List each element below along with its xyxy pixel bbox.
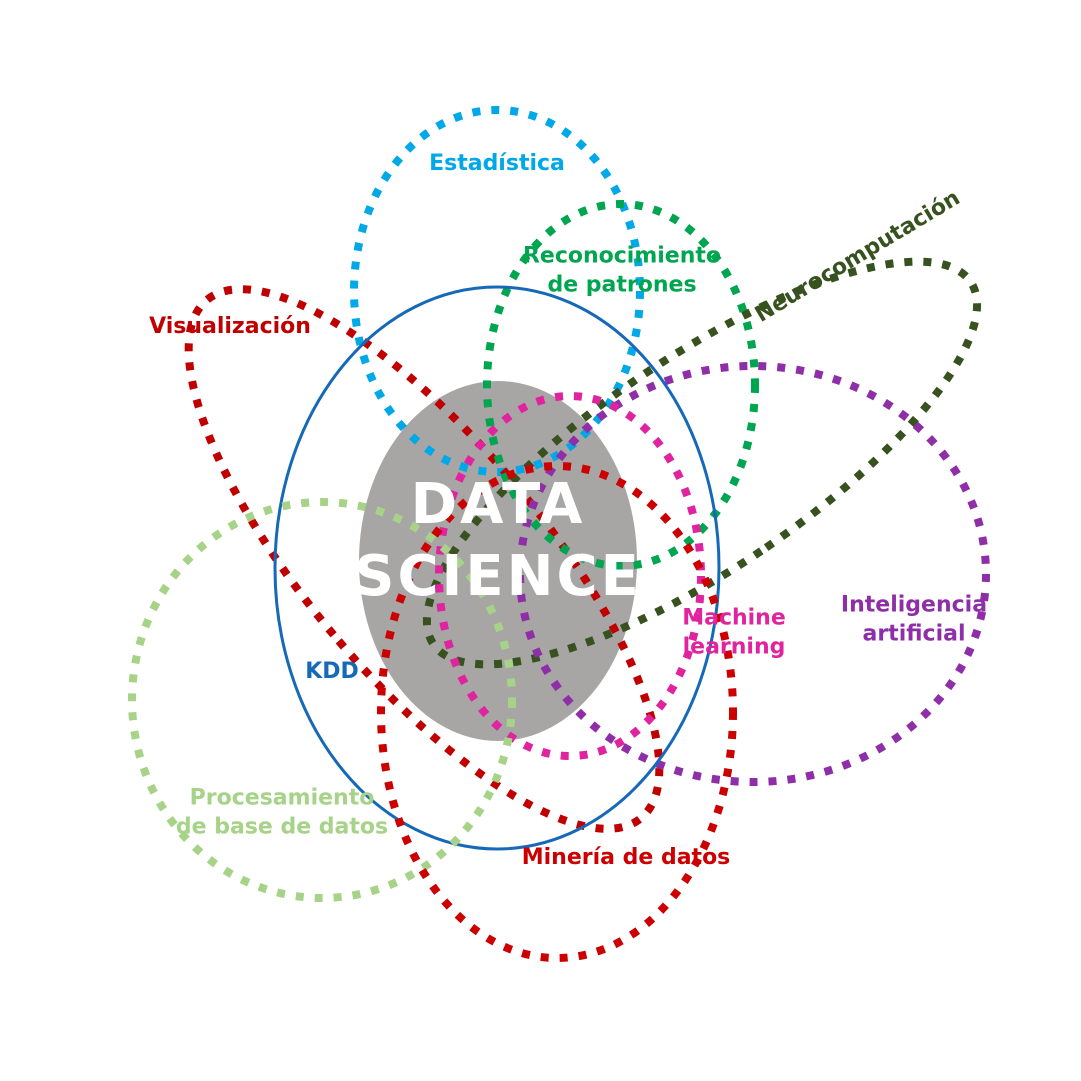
- ring-reconocimiento-de-patrones[interactable]: [483, 200, 759, 570]
- label-group-neurocomputacion[interactable]: Neurocomputación: [751, 186, 965, 328]
- ring-machine-learning[interactable]: [435, 392, 705, 760]
- label-group-inteligencia-artificial[interactable]: Inteligencia artificial: [841, 592, 987, 646]
- label-group-visualizacion[interactable]: Visualización: [149, 314, 311, 339]
- label-group-estadistica[interactable]: Estadística: [429, 151, 565, 176]
- label-group-reconocimiento-de-patrones[interactable]: Reconocimiento de patrones: [523, 243, 721, 297]
- label-group-machine-learning[interactable]: Machine learning: [682, 605, 786, 659]
- label-reconocimiento-de-patrones-line-2: de patrones: [547, 273, 696, 298]
- label-visualizacion: Visualización: [149, 314, 311, 339]
- ring-estadistica[interactable]: [350, 106, 644, 476]
- label-neurocomputacion: Neurocomputación: [751, 186, 965, 328]
- label-reconocimiento-de-patrones-line-1: Reconocimiento: [523, 243, 721, 268]
- ring-procesamiento-de-base-de-datos[interactable]: [128, 498, 516, 902]
- data-science-core-ellipse: [359, 381, 637, 741]
- label-group-procesamiento-de-base-de-datos[interactable]: Procesamiento de base de datos: [176, 785, 388, 839]
- label-procesamiento-de-base-de-datos-line-1: Procesamiento: [190, 785, 375, 810]
- label-machine-learning-line-1: Machine: [682, 605, 786, 630]
- ring-mineria-de-datos[interactable]: [377, 462, 737, 962]
- label-group-mineria-de-datos[interactable]: Minería de datos: [522, 845, 731, 870]
- core-title-line-2: SCIENCE: [354, 544, 642, 609]
- data-science-core-group: [359, 381, 637, 741]
- core-title-line-1: DATA: [411, 472, 586, 537]
- label-procesamiento-de-base-de-datos-line-2: de base de datos: [176, 815, 388, 840]
- label-group-kdd[interactable]: KDD: [305, 659, 359, 684]
- label-kdd: KDD: [305, 659, 359, 684]
- label-inteligencia-artificial-line-1: Inteligencia: [841, 592, 987, 617]
- label-machine-learning-line-2: learning: [683, 635, 786, 660]
- label-inteligencia-artificial-line-2: artificial: [862, 622, 965, 647]
- label-mineria-de-datos: Minería de datos: [522, 845, 731, 870]
- ring-visualizacion[interactable]: [116, 224, 731, 894]
- label-estadistica: Estadística: [429, 151, 565, 176]
- ring-kdd[interactable]: [273, 285, 721, 851]
- ring-inteligencia-artificial[interactable]: [516, 362, 990, 786]
